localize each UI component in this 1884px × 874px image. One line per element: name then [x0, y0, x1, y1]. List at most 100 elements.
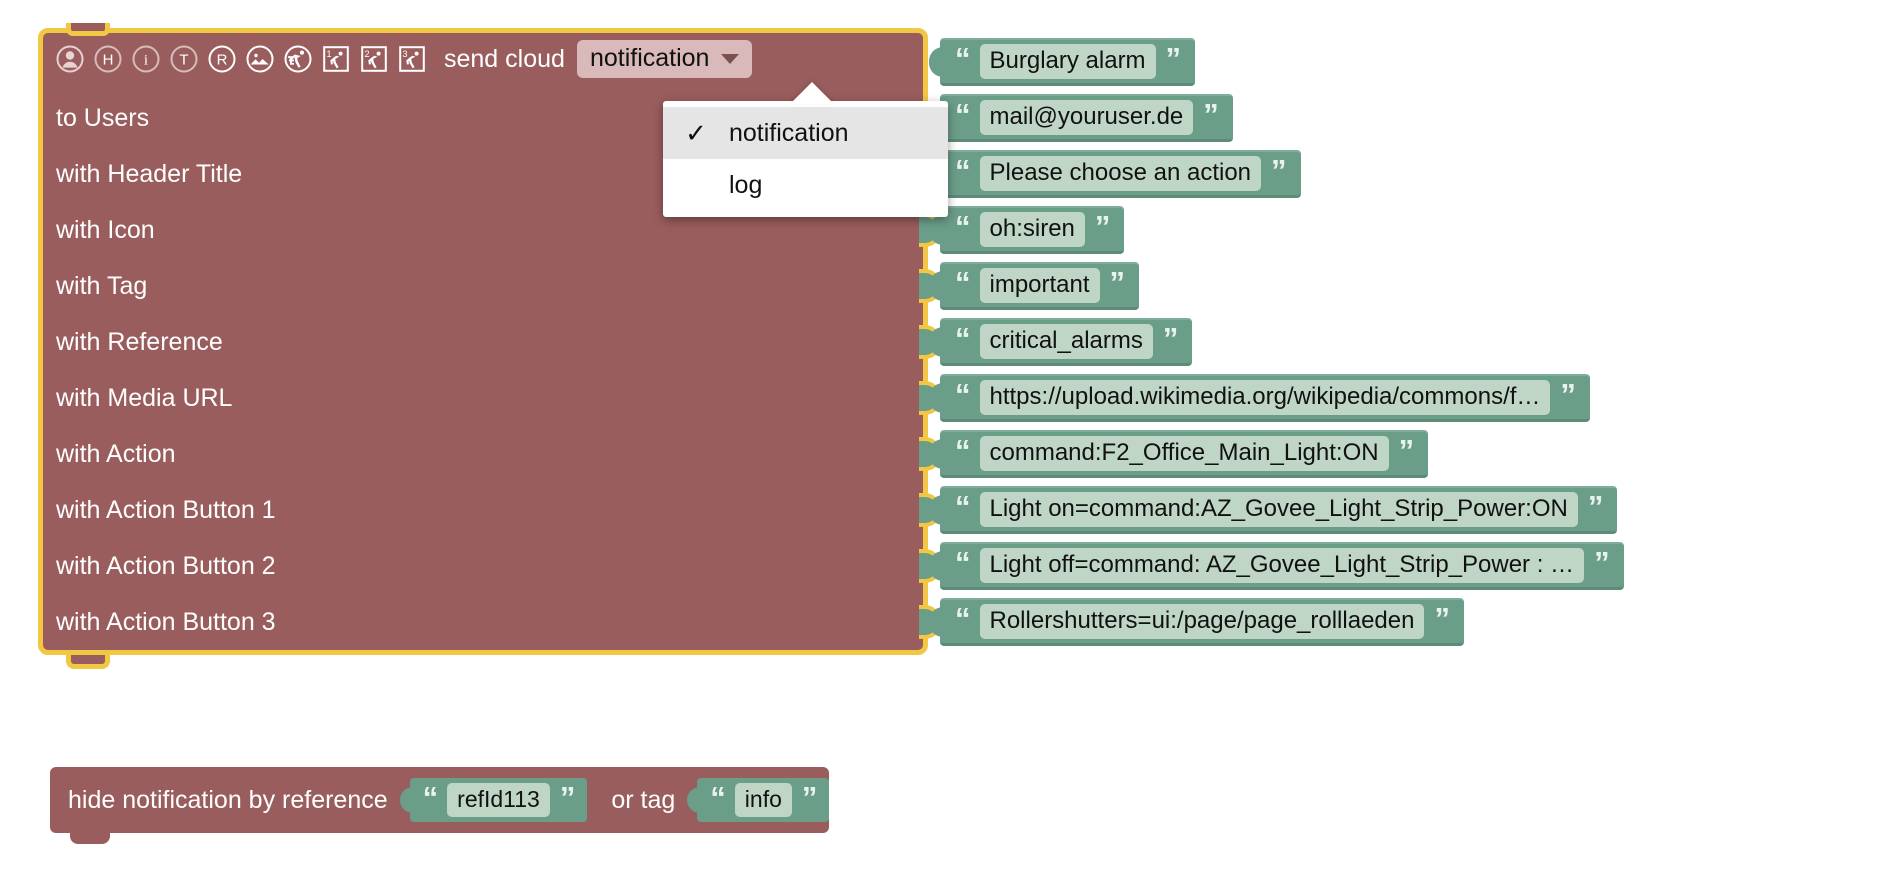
row-label: with Action Button 3 [56, 607, 276, 636]
svg-text:2: 2 [364, 49, 369, 59]
block-bottom-notch [70, 833, 110, 844]
block-header-row: H i T R [38, 28, 753, 90]
svg-text:1: 1 [326, 49, 331, 59]
quote-close-icon: ” [1165, 41, 1181, 76]
quote-open-icon: “ [710, 779, 725, 815]
string-value[interactable]: command:F2_Office_Main_Light:ON [979, 436, 1389, 471]
hide-notification-block[interactable]: hide notification by reference “ refId11… [50, 767, 830, 844]
tag-icon: T [170, 45, 198, 73]
string-value[interactable]: info [734, 783, 792, 817]
block-top-notch [70, 767, 110, 778]
string-value[interactable]: mail@youruser.de [979, 100, 1194, 135]
string-block-tag[interactable]: “ important ” [940, 262, 1140, 310]
hide-notification-label: hide notification by reference [68, 785, 388, 814]
row-label: with Media URL [56, 383, 233, 412]
quote-close-icon: ” [1271, 153, 1286, 188]
quote-close-icon: ” [1162, 321, 1178, 356]
row-tag: with Tag [38, 258, 941, 314]
string-value[interactable]: Light on=command:AZ_Govee_Light_Strip_Po… [979, 492, 1578, 527]
row-label: with Action Button 1 [56, 495, 276, 524]
row-label: with Tag [56, 271, 148, 300]
notification-type-dropdown[interactable]: notification [576, 40, 753, 78]
quote-open-icon: “ [955, 153, 970, 188]
row-action-button-1: with Action Button 1 [38, 482, 941, 538]
quote-close-icon: ” [1560, 377, 1575, 412]
quote-open-icon: “ [955, 377, 970, 412]
row-label: with Action [56, 439, 176, 468]
quote-close-icon: ” [1434, 601, 1449, 636]
row-action-button-3: with Action Button 3 [38, 594, 941, 650]
svg-text:i: i [144, 53, 148, 69]
row-action: with Action [38, 426, 941, 482]
row-label: with Header Title [56, 159, 243, 188]
action-button-1-icon: 1 [322, 45, 350, 73]
string-block-to-users[interactable]: “ mail@youruser.de ” [940, 94, 1233, 142]
action-button-3-icon: 3 [398, 45, 426, 73]
svg-text:H: H [103, 52, 114, 69]
svg-text:T: T [179, 52, 188, 69]
dropdown-option-notification[interactable]: ✓ notification [663, 107, 948, 159]
string-block-action[interactable]: “ command:F2_Office_Main_Light:ON ” [940, 430, 1429, 478]
row-action-button-2: with Action Button 2 [38, 538, 941, 594]
block-bottom-notch [66, 655, 110, 669]
action-icon [284, 45, 312, 73]
string-block-icon[interactable]: “ oh:siren ” [940, 206, 1125, 254]
row-media-url: with Media URL [38, 370, 941, 426]
quote-open-icon: “ [422, 779, 438, 815]
row-label: to Users [56, 103, 150, 132]
check-icon: ✓ [685, 117, 707, 148]
quote-close-icon: ” [1587, 489, 1603, 524]
string-value[interactable]: oh:siren [979, 212, 1085, 247]
string-block-reference[interactable]: “ critical_alarms ” [940, 318, 1193, 366]
dropdown-option-label: notification [729, 118, 849, 147]
string-value[interactable]: Rollershutters=ui:/page/page_rolllaeden [979, 604, 1425, 639]
info-icon: i [132, 45, 160, 73]
user-icon [56, 45, 84, 73]
quote-open-icon: “ [955, 601, 970, 636]
row-label: with Action Button 2 [56, 551, 276, 580]
string-block-action-button-3[interactable]: “ Rollershutters=ui:/page/page_rolllaede… [940, 598, 1464, 646]
block-top-notch [66, 23, 110, 36]
string-block-action-button-1[interactable]: “ Light on=command:AZ_Govee_Light_Strip_… [940, 486, 1618, 534]
string-value[interactable]: Light off=command: AZ_Govee_Light_Strip_… [979, 548, 1585, 583]
quote-close-icon: ” [1094, 209, 1110, 244]
quote-close-icon: ” [1109, 265, 1125, 300]
quote-open-icon: “ [955, 41, 970, 76]
string-value[interactable]: refId113 [447, 783, 550, 817]
action-button-2-icon: 2 [360, 45, 388, 73]
header-title-icon: H [94, 45, 122, 73]
quote-open-icon: “ [955, 321, 970, 356]
string-block-burglary-alarm[interactable]: “ Burglary alarm ” [940, 38, 1196, 86]
row-label: with Reference [56, 327, 223, 356]
dropdown-option-log[interactable]: log [663, 159, 948, 211]
string-block-media-url[interactable]: “ https://upload.wikimedia.org/wikipedia… [940, 374, 1590, 422]
quote-open-icon: “ [955, 489, 970, 524]
string-value[interactable]: Burglary alarm [979, 44, 1156, 79]
quote-close-icon: ” [1203, 97, 1218, 132]
quote-open-icon: “ [955, 433, 970, 468]
quote-close-icon: ” [559, 779, 575, 815]
row-label: with Icon [56, 215, 155, 244]
string-value[interactable]: important [979, 268, 1100, 303]
string-value[interactable]: critical_alarms [979, 324, 1153, 359]
quote-open-icon: “ [955, 265, 970, 300]
or-tag-label: or tag [611, 785, 676, 814]
quote-open-icon: “ [955, 209, 970, 244]
string-block-reference-id[interactable]: “ refId113 ” [409, 778, 588, 822]
row-reference: with Reference [38, 314, 941, 370]
string-value[interactable]: https://upload.wikimedia.org/wikipedia/c… [979, 380, 1551, 415]
quote-close-icon: ” [1594, 545, 1609, 580]
media-image-icon [246, 45, 274, 73]
svg-text:3: 3 [402, 49, 407, 59]
quote-close-icon: ” [1398, 433, 1414, 468]
string-value[interactable]: Please choose an action [979, 156, 1262, 191]
string-block-action-button-2[interactable]: “ Light off=command: AZ_Govee_Light_Stri… [940, 542, 1624, 590]
notification-type-dropdown-menu[interactable]: ✓ notification log [663, 101, 948, 217]
reference-icon: R [208, 45, 236, 73]
quote-open-icon: “ [955, 97, 970, 132]
chevron-down-icon [721, 53, 740, 64]
string-block-header-title[interactable]: “ Please choose an action ” [940, 150, 1301, 198]
dropdown-pointer-arrow [790, 82, 834, 104]
string-block-tag-info[interactable]: “ info ” [697, 778, 830, 822]
